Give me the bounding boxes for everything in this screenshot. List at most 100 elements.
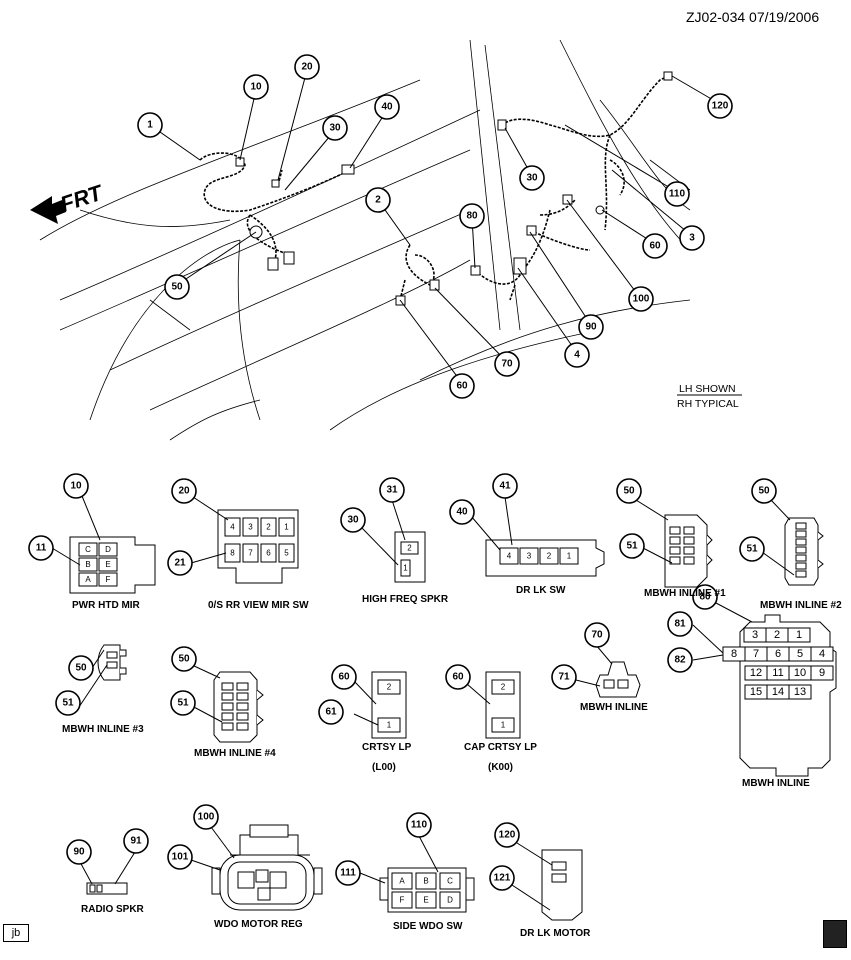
connector-wdo-motor-reg: 100 101 [167, 804, 323, 911]
svg-text:110: 110 [411, 820, 428, 831]
svg-text:1: 1 [403, 564, 408, 573]
svg-text:50: 50 [171, 282, 183, 293]
svg-text:121: 121 [494, 873, 511, 884]
svg-text:120: 120 [712, 101, 729, 112]
overview-callout-60a: 60 [449, 373, 475, 399]
svg-text:51: 51 [746, 544, 758, 555]
svg-text:F: F [400, 896, 405, 905]
svg-text:14: 14 [772, 686, 784, 698]
svg-text:40: 40 [381, 102, 393, 113]
svg-text:111: 111 [340, 868, 356, 879]
overview-callout-70: 70 [494, 351, 520, 377]
svg-text:4: 4 [819, 648, 825, 660]
caption-crtsy-lp-sub: (L00) [372, 762, 396, 773]
overview-callout-120: 120 [707, 93, 733, 119]
svg-text:60: 60 [338, 672, 350, 683]
svg-text:100: 100 [633, 294, 650, 305]
caption-crtsy-lp: CRTSY LP [362, 742, 412, 753]
overview-callout-90: 90 [578, 314, 604, 340]
svg-text:E: E [105, 560, 110, 569]
svg-text:2: 2 [266, 523, 271, 532]
svg-text:120: 120 [499, 830, 516, 841]
caption-mbwh-inline-1: MBWH INLINE #1 [644, 588, 726, 599]
overview-callout-110: 110 [664, 181, 690, 207]
svg-text:13: 13 [794, 686, 806, 698]
svg-text:100: 100 [198, 812, 215, 823]
svg-text:110: 110 [669, 189, 686, 200]
svg-text:3: 3 [752, 629, 758, 641]
note-lh-shown: LH SHOWN [679, 383, 736, 395]
overview-callout-40: 40 [374, 94, 400, 120]
overview-callout-30b: 30 [519, 165, 545, 191]
svg-text:30: 30 [347, 515, 359, 526]
caption-mbwh-inline-4: MBWH INLINE #4 [194, 748, 276, 759]
svg-text:1: 1 [501, 721, 506, 730]
caption-pwr-htd-mir: PWR HTD MIR [72, 600, 140, 611]
svg-text:2: 2 [407, 544, 412, 553]
svg-text:2: 2 [547, 552, 552, 561]
connector-high-freq-spkr: 2 1 31 30 [340, 477, 426, 583]
caption-dr-lk-sw: DR LK SW [516, 585, 566, 596]
caption-cap-crtsy-lp-sub: (K00) [488, 762, 514, 773]
overview-callout-3: 3 [679, 225, 705, 251]
door-harness-front [199, 152, 355, 271]
connector-crtsy-lp: 2 1 60 61 [318, 664, 407, 739]
caption-high-freq-spkr: HIGH FREQ SPKR [362, 594, 449, 605]
svg-text:31: 31 [386, 485, 398, 496]
connector-side-wdo-sw: A B C F E D 120110 111 [335, 812, 475, 913]
svg-text:B: B [423, 877, 428, 886]
svg-text:2: 2 [375, 195, 381, 206]
svg-text:30: 30 [526, 173, 538, 184]
svg-text:4: 4 [230, 523, 235, 532]
body-harness-upper [497, 71, 673, 231]
svg-text:60: 60 [456, 381, 468, 392]
caption-cap-crtsy-lp: CAP CRTSY LP [464, 742, 537, 753]
svg-text:50: 50 [758, 486, 770, 497]
svg-text:6: 6 [775, 648, 781, 660]
svg-text:90: 90 [585, 322, 597, 333]
svg-text:10: 10 [70, 481, 82, 492]
svg-text:10: 10 [250, 82, 262, 93]
svg-text:1: 1 [387, 721, 392, 730]
overview-callout-20: 20 [294, 54, 320, 80]
svg-text:2: 2 [501, 683, 506, 692]
document-code: ZJ02-034 07/19/2006 [686, 9, 820, 25]
overview-callout-2: 2 [365, 187, 391, 213]
svg-text:B: B [85, 560, 90, 569]
caption-dr-lk-motor: DR LK MOTOR [520, 928, 591, 939]
svg-text:3: 3 [689, 233, 695, 244]
svg-text:71: 71 [558, 672, 570, 683]
svg-text:A: A [399, 877, 405, 886]
caption-mbwh-inline-3: MBWH INLINE #3 [62, 724, 144, 735]
svg-text:80: 80 [466, 211, 478, 222]
connector-mbwh-inline-3: 50 51 [55, 644, 127, 716]
connector-os-rr-view-mir-sw: 4 3 2 1 8 7 6 5 20 21 [167, 478, 299, 584]
svg-text:40: 40 [456, 507, 468, 518]
caption-wdo-motor-reg: WDO MOTOR REG [214, 919, 303, 930]
svg-text:51: 51 [626, 541, 638, 552]
overview-callout-60b: 60 [642, 233, 668, 259]
note-rh-typical: RH TYPICAL [677, 398, 739, 410]
connector-mbwh-inline-2: 50 51 [739, 478, 824, 586]
svg-text:1: 1 [284, 523, 289, 532]
svg-text:80: 80 [699, 592, 711, 603]
svg-text:4: 4 [507, 552, 512, 561]
svg-text:11: 11 [36, 543, 47, 554]
svg-text:12: 12 [750, 667, 762, 679]
svg-text:2: 2 [387, 683, 392, 692]
connector-mbwh-inline-4: 50 51 [170, 646, 264, 743]
svg-text:7: 7 [753, 648, 759, 660]
svg-text:A: A [85, 575, 91, 584]
jb-label: jb [3, 924, 29, 942]
svg-text:11: 11 [772, 667, 783, 679]
connector-dr-lk-sw: 4 3 2 1 41 40 [449, 473, 605, 577]
svg-text:51: 51 [177, 698, 189, 709]
overview-callout-30: 30 [322, 115, 348, 141]
connector-mbwh-inline-80: 3 2 1 8 7 6 5 4 12 11 10 9 15 14 13 80 8… [667, 584, 837, 777]
svg-text:82: 82 [674, 655, 686, 666]
overview-callout-4: 4 [564, 342, 590, 368]
connector-dr-lk-motor: 120 121 [489, 822, 583, 921]
caption-side-wdo-sw: SIDE WDO SW [393, 921, 463, 932]
svg-text:20: 20 [301, 62, 313, 73]
